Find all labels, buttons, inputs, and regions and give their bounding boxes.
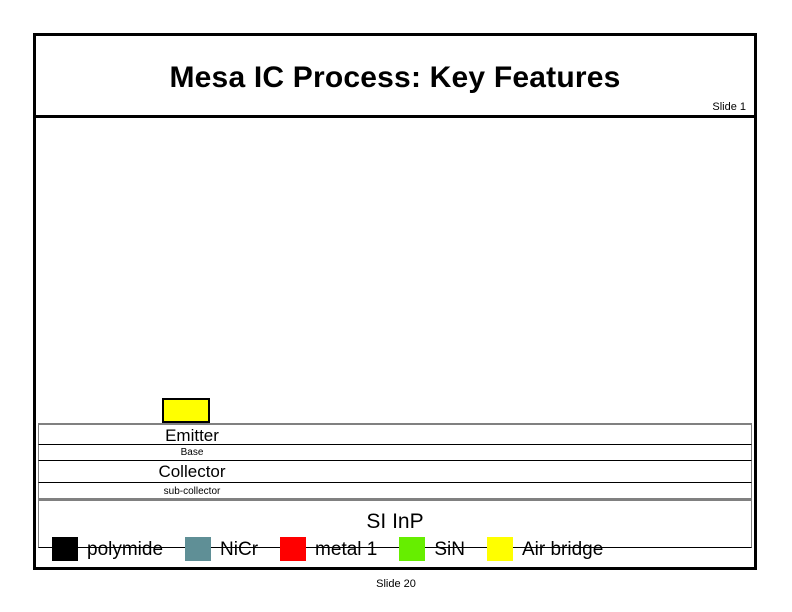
legend-swatch-polymide [52,537,78,561]
layer-sub-collector-label: sub-collector [163,486,221,497]
legend-item-polymide: polymide [52,537,163,561]
layer-sub-collector: sub-collector [38,483,752,501]
legend-item-metal-1: metal 1 [280,537,377,561]
layer-collector: Collector [38,461,752,483]
layer-substrate: SI InP [38,501,752,548]
footer-slide-number: Slide 20 [376,578,416,590]
legend-item-nicr: NiCr [185,537,258,561]
legend-swatch-sin [399,537,426,561]
legend-label-sin: SiN [434,538,465,560]
layer-emitter-label: Emitter [165,426,219,445]
title-band: Mesa IC Process: Key Features Slide 1 [36,36,754,118]
page-title: Mesa IC Process: Key Features [169,61,621,94]
legend: polymide NiCr metal 1 SiN Air bridge [36,531,754,567]
layer-base-label: Base [180,447,204,458]
air-bridge-block [162,398,210,423]
layer-collector-label: Collector [158,462,226,481]
slide-frame: Mesa IC Process: Key Features Slide 1 Em… [33,33,757,570]
layer-stack-diagram: Emitter Base Collector sub-collector SI … [38,423,752,548]
legend-item-air-bridge: Air bridge [486,537,604,561]
legend-label-air-bridge: Air bridge [521,538,604,560]
legend-label-metal-1: metal 1 [315,538,378,560]
layer-base: Base [38,445,752,461]
legend-label-nicr: NiCr [220,538,259,560]
legend-item-sin: SiN [399,537,465,561]
legend-swatch-nicr [185,537,212,561]
header-slide-number: Slide 1 [712,101,746,113]
layer-substrate-label: SI InP [366,510,424,533]
legend-swatch-air-bridge [486,537,513,561]
legend-label-polymide: polymide [87,538,164,560]
layer-emitter: Emitter [38,423,752,445]
legend-swatch-metal-1 [280,537,307,561]
slide-body: Emitter Base Collector sub-collector SI … [36,118,754,567]
